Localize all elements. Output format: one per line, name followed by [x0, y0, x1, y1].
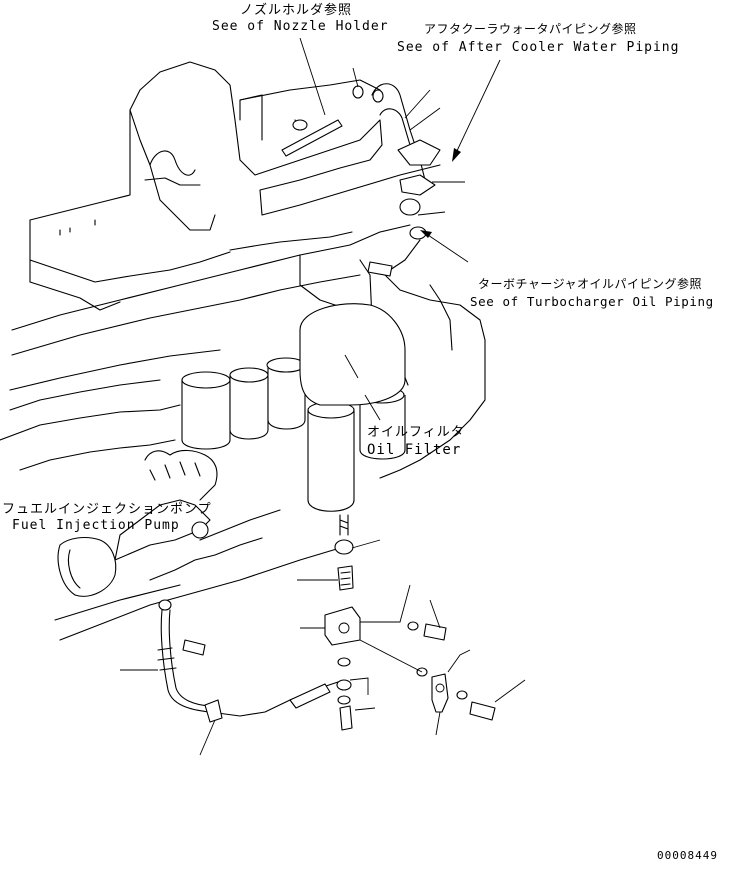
washer-a — [407, 621, 419, 631]
oil-filter-label-en: Oil Filter — [367, 442, 462, 458]
banjo-bolt — [339, 705, 353, 731]
hose-clamp — [204, 699, 223, 723]
banjo-fitting — [336, 679, 352, 691]
block-fitting — [324, 606, 361, 646]
drawing-number: 00008449 — [657, 849, 718, 862]
after-cooler-label-jp: アフタクーラウォータパイピング参照 — [424, 22, 637, 36]
nozzle-holder-label-en: See of Nozzle Holder — [212, 19, 389, 34]
nozzle-holder-label-jp: ノズルホルダ参照 — [240, 3, 353, 18]
bracket-part — [431, 673, 449, 713]
washer-e — [337, 695, 351, 705]
leader-lines — [120, 37, 526, 756]
hose-end — [289, 683, 331, 709]
hose-bolt — [182, 639, 206, 656]
bolt-c — [469, 701, 496, 721]
upper-piping — [281, 83, 441, 277]
fuel-pump-label-jp: フュエルインジェクションポンプ — [2, 502, 212, 517]
washer-d — [337, 657, 351, 667]
fuel-injection-pump — [57, 449, 263, 597]
clip-part — [334, 539, 354, 555]
fuel-pump-label-en: Fuel Injection Pump — [12, 518, 180, 533]
oil-filter — [299, 303, 406, 536]
turbo-oil-label-en: See of Turbocharger Oil Piping — [470, 294, 714, 309]
turbo-oil-label-jp: ターボチャージャオイルパイピング参照 — [478, 277, 703, 291]
lower-parts — [157, 539, 496, 731]
washer-c — [456, 690, 468, 700]
oil-filter-label-jp: オイルフィルタ — [367, 425, 465, 440]
after-cooler-label-en: See of After Cooler Water Piping — [397, 40, 680, 55]
bolt-a — [423, 623, 447, 641]
